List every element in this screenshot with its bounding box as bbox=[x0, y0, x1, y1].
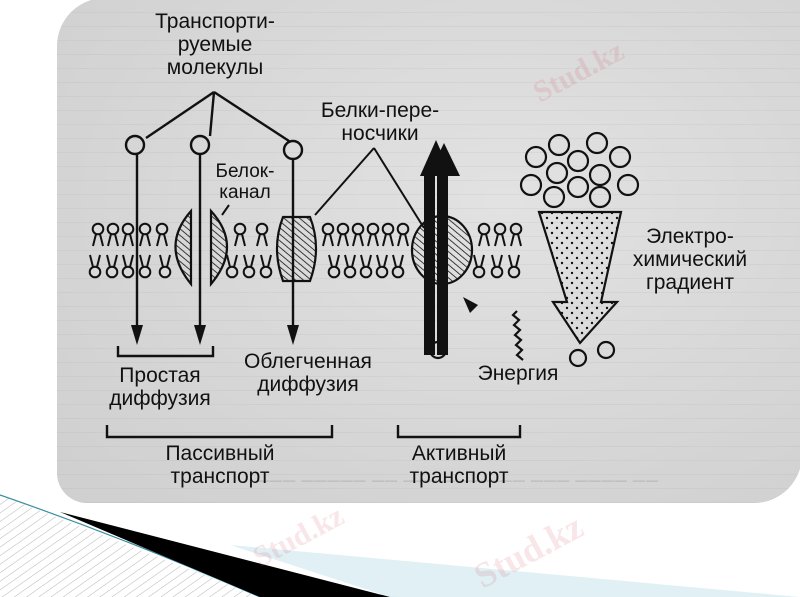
passive-transport-bracket bbox=[105, 425, 334, 439]
striped-corner bbox=[0, 495, 260, 597]
channel-protein-label: Белок- канал bbox=[215, 161, 275, 203]
transported-molecules bbox=[124, 90, 304, 335]
energy-wavy-arrow bbox=[463, 297, 524, 361]
carrier-protein-facilitated bbox=[275, 215, 318, 283]
simple-diffusion-bracket bbox=[116, 346, 215, 358]
active-transport-arrow bbox=[420, 140, 460, 360]
electrochemical-gradient-arrow bbox=[537, 210, 623, 368]
black-swoosh bbox=[60, 512, 390, 597]
light-blue-swoosh bbox=[230, 545, 800, 597]
brackets bbox=[105, 346, 522, 439]
electrochemical-gradient-label: Электро- химический градиент bbox=[632, 225, 748, 294]
active-transport-bracket bbox=[396, 425, 522, 439]
carrier-label-connectors bbox=[221, 147, 425, 229]
passive-transport-label: Пассивный транспорт bbox=[165, 442, 275, 488]
channel-protein bbox=[174, 208, 229, 288]
gradient-molecule-cluster bbox=[519, 131, 640, 209]
facilitated-diffusion-label: Облегченная диффузия bbox=[244, 350, 372, 396]
diffusion-arrowheads bbox=[131, 325, 299, 345]
active-transport-label: Активный транспорт bbox=[409, 442, 509, 488]
carrier-proteins-label: Белки-пере- носчики bbox=[320, 99, 440, 145]
simple-diffusion-label: Простая диффузия bbox=[109, 364, 211, 410]
energy-label: Энергия bbox=[477, 362, 559, 385]
transported-molecules-label: Транспорти- руемые молекулы bbox=[155, 10, 275, 79]
